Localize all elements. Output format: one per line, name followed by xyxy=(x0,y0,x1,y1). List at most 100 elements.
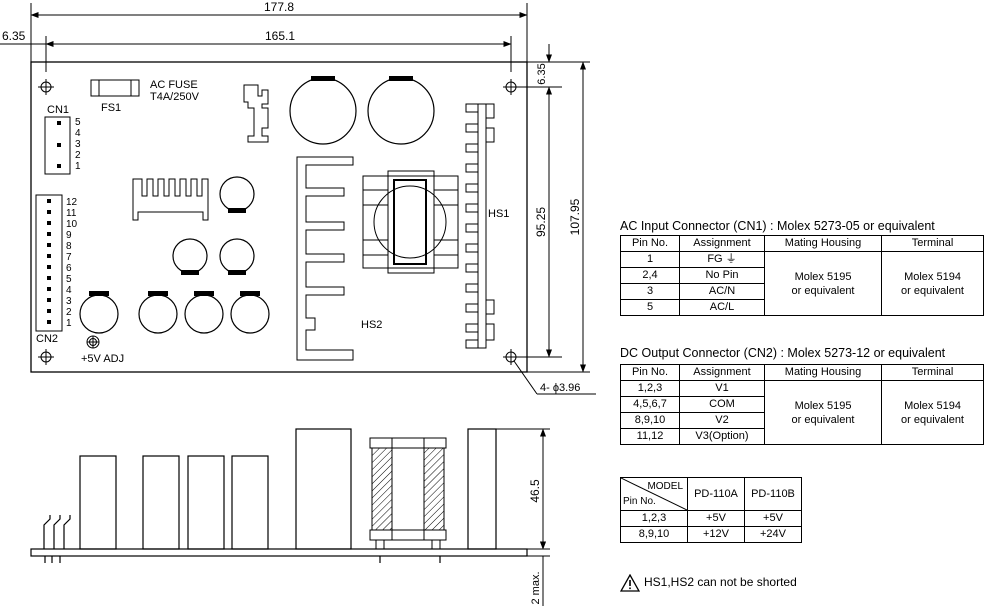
side-capacitor xyxy=(142,455,180,550)
table-cell: V2 xyxy=(679,412,765,429)
dim-mount-holes: 4- ϕ3.96 xyxy=(540,382,580,394)
warning-icon xyxy=(619,573,641,592)
table-header: Mating Housing xyxy=(764,364,882,381)
table-cell: 8,9,10 xyxy=(620,526,688,543)
small-heatsink-icon xyxy=(132,178,209,221)
cn1-pin-number: 1 xyxy=(75,161,81,172)
mounting-hole-icon xyxy=(503,349,519,365)
cn2-pin-number: 3 xyxy=(66,296,72,307)
table-header: Assignment xyxy=(679,235,765,252)
table-cell: +5V xyxy=(744,510,802,527)
side-view xyxy=(30,428,528,563)
mounting-hole-icon xyxy=(503,79,519,95)
mounting-hole-icons xyxy=(38,79,519,365)
table-cell: 1 xyxy=(620,251,680,268)
dimension-vertical xyxy=(511,44,590,373)
dim-component-height: 46.5 xyxy=(528,479,542,503)
table-cell: AC/L xyxy=(679,299,765,316)
side-capacitor xyxy=(79,455,117,550)
dim-hole-offset-top: 6.35 xyxy=(536,63,548,84)
table-cell: 11,12 xyxy=(620,428,680,445)
mount-hole-leader xyxy=(513,360,596,395)
table-header-row: Pin No. Assignment Mating Housing Termin… xyxy=(620,364,984,381)
side-heatsink xyxy=(467,428,497,550)
dim-width-total: 177.8 xyxy=(264,0,294,14)
fuse-rating-line1: AC FUSE xyxy=(150,79,198,91)
model-pin-corner-cell: MODEL Pin No. xyxy=(620,477,688,511)
table-cell: No Pin xyxy=(679,267,765,284)
table-cell: +24V xyxy=(744,526,802,543)
dc-connector-table: Pin No. Assignment Mating Housing Termin… xyxy=(620,364,984,445)
side-connector-pins xyxy=(43,515,71,549)
hs1-heatsink-icon xyxy=(465,103,495,349)
cn2-connector-icon xyxy=(35,194,63,332)
fuse-label: FS1 xyxy=(101,102,121,114)
ac-connector-table: Pin No. Assignment Mating Housing Termin… xyxy=(620,235,984,316)
table-row: 11,12 V3(Option) xyxy=(620,428,984,445)
table-header: Pin No. xyxy=(620,364,680,381)
table-cell: 1,2,3 xyxy=(620,380,680,397)
table-header: Terminal xyxy=(881,364,984,381)
table-row: 4,5,6,7 COM xyxy=(620,396,984,413)
dim-hole-offset-left: 6.35 xyxy=(2,29,26,43)
table-row: 1,2,3 +5V +5V xyxy=(620,510,802,527)
pcb-side-outline xyxy=(30,548,528,557)
cn2-pin-number: 9 xyxy=(66,230,72,241)
cn1-connector-icon xyxy=(44,116,71,175)
table-cell: 2,4 xyxy=(620,267,680,284)
table-header: Pin No. xyxy=(620,235,680,252)
side-capacitor xyxy=(231,455,269,550)
adj-label: +5V ADJ xyxy=(81,353,124,365)
fuse-rating-line2: T4A/250V xyxy=(150,91,200,103)
ac-table-title: AC Input Connector (CN1) : Molex 5273-05… xyxy=(620,219,935,233)
table-cell: +12V xyxy=(687,526,745,543)
table-header: Mating Housing xyxy=(764,235,882,252)
table-cell: AC/N xyxy=(679,283,765,300)
table-header: Terminal xyxy=(881,235,984,252)
cn2-pin-number: 5 xyxy=(66,274,72,285)
table-row: 5 AC/L xyxy=(620,299,984,316)
dc-table-title: DC Output Connector (CN2) : Molex 5273-1… xyxy=(620,346,946,360)
hs1-label: HS1 xyxy=(488,208,509,220)
warning-text: HS1,HS2 can not be shorted xyxy=(644,575,797,590)
table-cell: 5 xyxy=(620,299,680,316)
table-row: 8,9,10 +12V +24V xyxy=(620,526,802,543)
cn1-pin-number: 3 xyxy=(75,139,81,150)
mounting-hole-icon xyxy=(38,79,54,95)
cn2-pin-number: 4 xyxy=(66,285,72,296)
warning-note: HS1,HS2 can not be shorted xyxy=(619,573,797,592)
side-large-capacitor xyxy=(295,428,352,550)
model-name: PD-110A xyxy=(687,477,745,511)
transformer-icon xyxy=(362,170,459,274)
cn1-pin-number: 5 xyxy=(75,117,81,128)
cn2-pin-number: 6 xyxy=(66,263,72,274)
cn2-pin-numbers: 12 11 10 9 8 7 6 5 4 3 2 1 xyxy=(66,197,78,329)
table-row: 8,9,10 V2 xyxy=(620,412,984,429)
corner-model-label: MODEL xyxy=(647,481,683,492)
fuse-icon xyxy=(90,79,140,97)
corner-pin-label: Pin No. xyxy=(623,496,656,507)
diagonal-divider xyxy=(621,478,687,510)
hs2-heatsink-icon xyxy=(296,156,354,361)
table-cell: COM xyxy=(679,396,765,413)
model-voltage-table: MODEL Pin No. PD-110A PD-110B 1,2,3 +5V … xyxy=(620,477,802,543)
cn2-pin-number: 12 xyxy=(66,197,78,208)
table-cell: 4,5,6,7 xyxy=(620,396,680,413)
cn2-pin-number: 8 xyxy=(66,241,72,252)
cn1-label: CN1 xyxy=(47,104,69,116)
model-name: PD-110B xyxy=(744,477,802,511)
table-cell: 1,2,3 xyxy=(620,510,688,527)
side-dimensions xyxy=(496,428,550,606)
table-header-row: MODEL Pin No. PD-110A PD-110B xyxy=(620,477,802,511)
dimension-width-total xyxy=(30,3,528,62)
side-capacitor xyxy=(187,455,225,550)
adjust-pot-icon xyxy=(86,335,100,349)
table-cell: V1 xyxy=(679,380,765,397)
regulator-heatsink-icon xyxy=(243,84,269,143)
